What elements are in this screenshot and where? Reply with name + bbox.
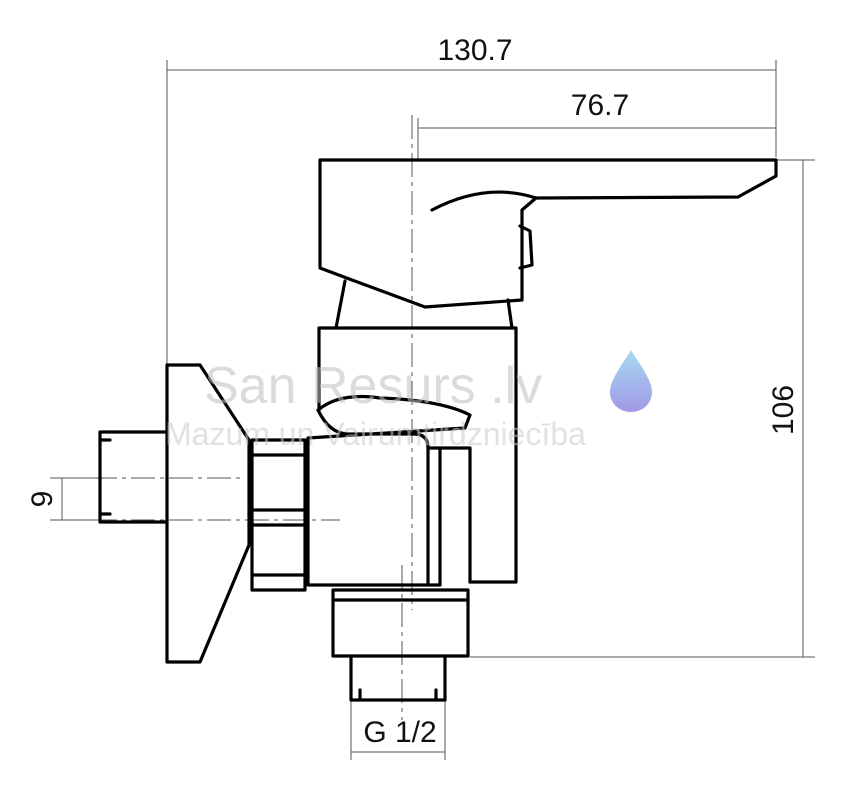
dimension-height: 106 [767, 385, 800, 435]
dimension-handle-width: 76.7 [571, 89, 629, 122]
body-neck [334, 279, 514, 330]
water-drop-icon [610, 350, 652, 412]
center-lines [55, 115, 413, 720]
hex-nut [250, 438, 307, 592]
watermark: San Resurs .lv Mazum un Vairumtirdzniecī… [165, 350, 652, 452]
wall-flange [165, 363, 251, 664]
lower-coupling [331, 588, 470, 658]
main-body [317, 326, 518, 584]
dimension-offset: 9 [26, 491, 59, 508]
lever-handle [318, 158, 778, 309]
watermark-brand: San Resurs .lv [204, 357, 542, 415]
valve-cap [426, 446, 472, 587]
inlet-pipe [98, 430, 169, 524]
watermark-tagline: Mazum un Vairumtirdzniecība [165, 416, 586, 452]
lever-pivot [518, 224, 534, 270]
lever-grip [430, 190, 538, 212]
dimension-lines [50, 60, 815, 760]
dimension-overall-width: 130.7 [437, 34, 512, 67]
dimension-thread: G 1/2 [363, 716, 436, 749]
outlet-thread [349, 654, 447, 702]
faucet-outline [98, 158, 778, 702]
valve-block [306, 394, 472, 587]
